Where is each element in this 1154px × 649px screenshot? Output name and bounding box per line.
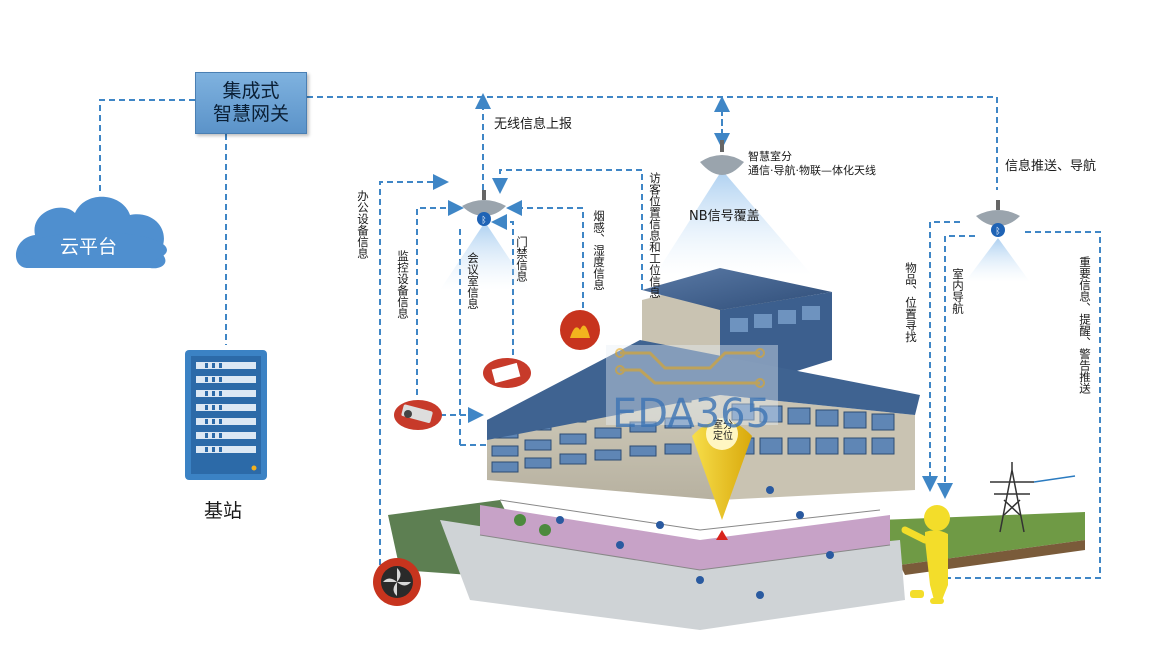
access-control-label: 门禁信息 xyxy=(515,236,529,282)
nb-coverage-label: NB信号覆盖 xyxy=(689,209,760,224)
left-beam xyxy=(440,222,530,290)
pin-label: 室分定位 xyxy=(713,420,733,442)
smoke-humidity-label: 烟感、湿度信息 xyxy=(592,210,606,291)
location-pin-icon xyxy=(692,418,752,540)
important-info-label: 重要信息、提醒、警告推送 xyxy=(1078,256,1092,394)
item-location-label: 物品、位置寻找 xyxy=(904,262,918,343)
right-beam xyxy=(965,238,1030,282)
meeting-room-label: 会议室信息 xyxy=(466,252,480,310)
server-icon xyxy=(185,350,267,480)
power-tower-icon xyxy=(990,462,1076,533)
svg-text:ᛒ: ᛒ xyxy=(995,226,1000,237)
antenna-center-icon xyxy=(700,140,744,175)
access-card-icon xyxy=(483,358,531,388)
cloud-label: 云平台 xyxy=(60,236,118,258)
visitor-location-label: 访客位置信息和工位信息 xyxy=(648,172,662,299)
smart-room-title: 智慧室分 xyxy=(748,150,792,163)
smart-gateway-box: 集成式 智慧网关 xyxy=(195,72,307,134)
smart-room-subtitle: 通信·导航·物联—体化天线 xyxy=(748,164,876,177)
monitor-device-label: 监控设备信息 xyxy=(396,250,410,319)
nb-beam xyxy=(655,170,812,275)
wireless-report-label: 无线信息上报 xyxy=(494,117,573,132)
camera-icon xyxy=(394,400,442,430)
antenna-left-icon: ᛒ xyxy=(462,190,506,226)
watermark-logo xyxy=(606,345,778,425)
gateway-line2: 智慧网关 xyxy=(212,103,289,125)
watermark-text: EDA365 xyxy=(612,391,772,437)
connection-lines xyxy=(99,93,1101,586)
base-station-label: 基站 xyxy=(204,500,243,522)
person-figure-icon xyxy=(901,505,950,604)
cloud-icon xyxy=(15,196,167,269)
office-device-label: 办公设备信息 xyxy=(356,190,370,259)
fan-icon xyxy=(373,558,421,606)
indoor-nav-label: 室内导航 xyxy=(951,268,965,314)
info-push-label: 信息推送、导航 xyxy=(1005,159,1097,174)
antenna-right-icon: ᛒ xyxy=(976,200,1020,237)
smoke-alarm-icon xyxy=(560,310,600,350)
svg-text:ᛒ: ᛒ xyxy=(481,215,486,226)
gateway-line1: 集成式 xyxy=(222,80,280,102)
smart-building-illustration xyxy=(388,268,1085,630)
